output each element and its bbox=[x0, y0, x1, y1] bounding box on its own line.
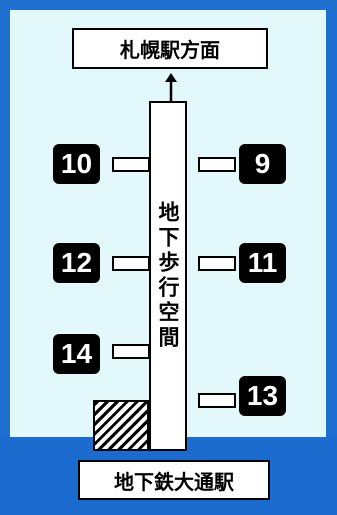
exit-10-badge: 10 bbox=[53, 144, 100, 184]
exit-11-badge: 11 bbox=[239, 243, 286, 283]
exit-13-badge: 13 bbox=[239, 376, 286, 416]
exit-13-passage bbox=[198, 393, 236, 408]
exit-9-badge: 9 bbox=[239, 144, 286, 184]
walkway-label: 地下歩行空間 bbox=[156, 201, 180, 351]
exit-9-passage bbox=[198, 157, 236, 172]
hatched-area bbox=[93, 400, 149, 451]
sapporo-station-direction-label: 札幌駅方面 bbox=[72, 28, 268, 69]
up-arrow-icon bbox=[165, 73, 177, 101]
exit-12-badge: 12 bbox=[53, 243, 100, 283]
underground-walkway: 地下歩行空間 bbox=[149, 101, 187, 451]
exit-11-passage bbox=[198, 256, 236, 271]
exit-12-passage bbox=[112, 256, 150, 271]
exit-10-passage bbox=[112, 157, 150, 172]
exit-14-badge: 14 bbox=[53, 334, 100, 374]
exit-14-passage bbox=[112, 344, 150, 359]
odori-subway-station-label: 地下鉄大通駅 bbox=[78, 460, 270, 500]
